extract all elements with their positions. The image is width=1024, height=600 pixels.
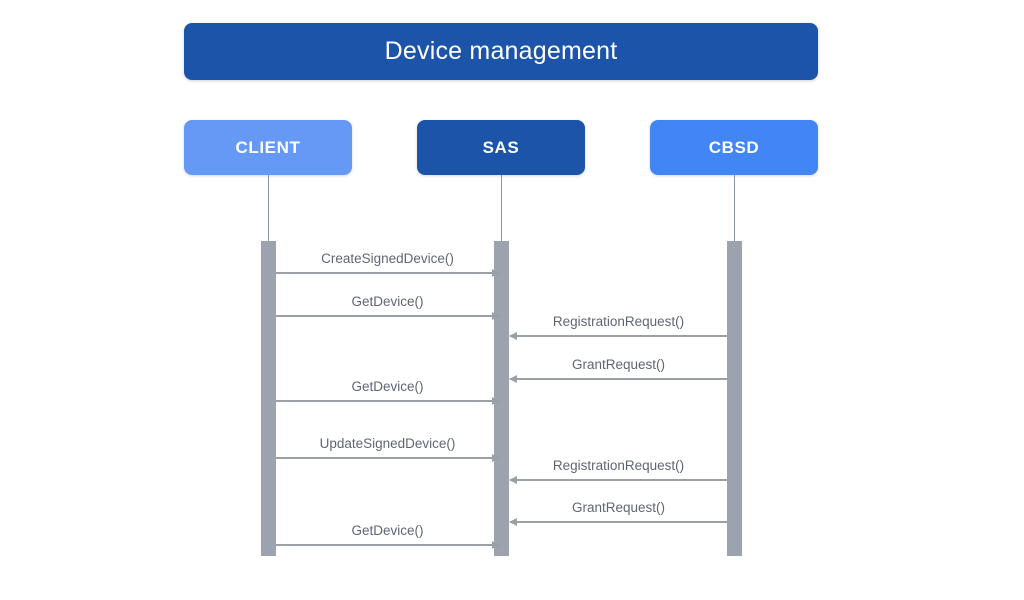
arrowhead-icon — [509, 475, 517, 484]
participant-sas[interactable]: SAS — [417, 120, 585, 175]
message-line — [276, 544, 499, 546]
activation-bar-sas — [494, 241, 509, 556]
message-line — [276, 400, 499, 402]
message-line — [276, 315, 499, 317]
message-label: RegistrationRequest() — [552, 313, 685, 329]
arrowhead-icon — [509, 331, 517, 340]
activation-bar-client — [261, 241, 276, 556]
message-line — [510, 378, 727, 380]
arrowhead-icon — [492, 540, 500, 549]
diagram-title-bar: Device management — [184, 23, 818, 80]
participant-cbsd[interactable]: CBSD — [650, 120, 818, 175]
message-label: GetDevice() — [351, 522, 424, 538]
message-line — [276, 457, 499, 459]
participant-label: SAS — [482, 138, 520, 157]
arrowhead-icon — [509, 374, 517, 383]
message-label: CreateSignedDevice() — [321, 250, 454, 266]
message-line — [510, 479, 727, 481]
message-label: GrantRequest() — [571, 356, 666, 372]
message-label: RegistrationRequest() — [552, 457, 685, 473]
message-label: UpdateSignedDevice() — [319, 435, 456, 451]
participant-label: CLIENT — [235, 138, 301, 157]
participant-label: CBSD — [708, 138, 760, 157]
message-line — [510, 521, 727, 523]
message-line — [276, 272, 499, 274]
arrowhead-icon — [492, 268, 500, 277]
arrowhead-icon — [492, 396, 500, 405]
message-label: GetDevice() — [351, 293, 424, 309]
arrowhead-icon — [492, 311, 500, 320]
activation-bar-cbsd — [727, 241, 742, 556]
page-title: Device management — [384, 37, 618, 65]
arrowhead-icon — [492, 453, 500, 462]
message-label: GrantRequest() — [571, 499, 666, 515]
arrowhead-icon — [509, 517, 517, 526]
message-line — [510, 335, 727, 337]
participant-client[interactable]: CLIENT — [184, 120, 352, 175]
message-label: GetDevice() — [351, 378, 424, 394]
